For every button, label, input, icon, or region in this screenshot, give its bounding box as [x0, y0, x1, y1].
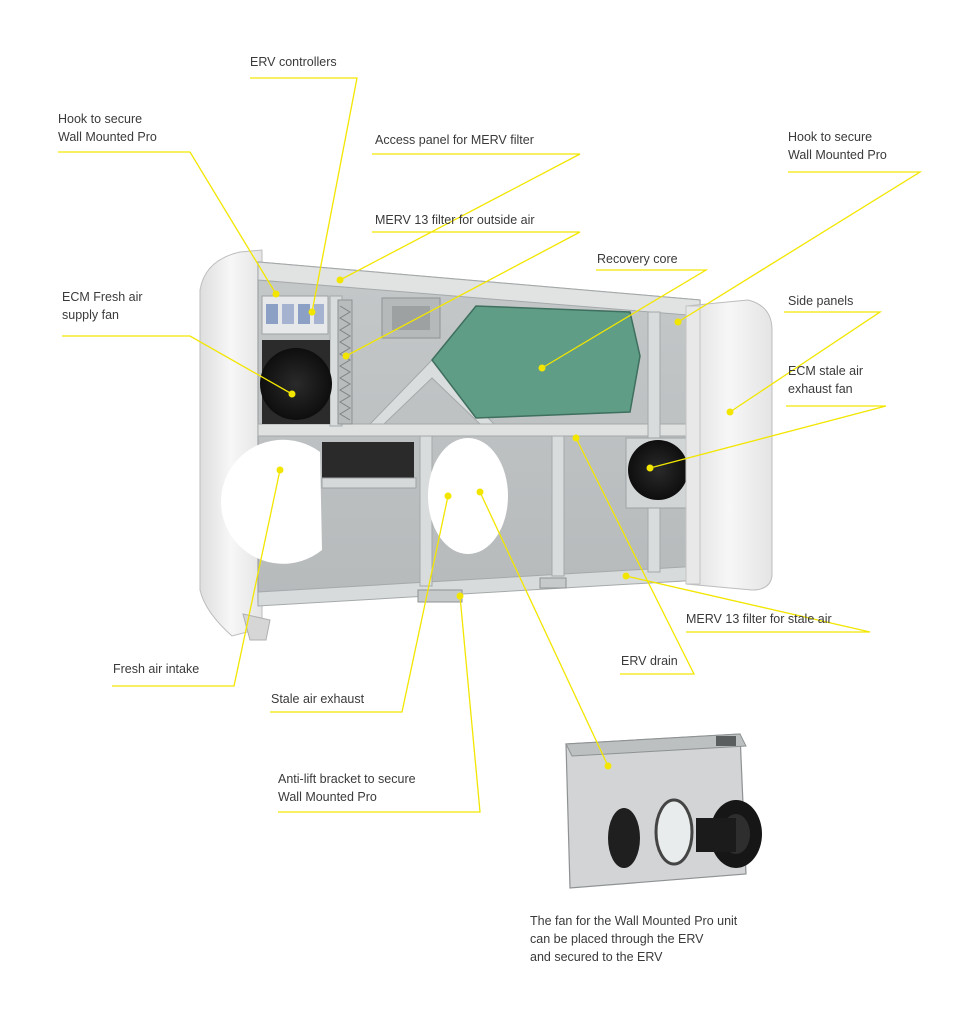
caption-module: The fan for the Wall Mounted Pro unit ca…	[530, 914, 738, 964]
erv-controllers	[261, 295, 329, 335]
callout-line-module	[479, 491, 609, 767]
callout-line-side-panels	[729, 311, 883, 413]
callout-line-hook-right	[677, 171, 923, 323]
stale-air-exhaust-opening	[428, 438, 508, 554]
erv-body	[221, 261, 701, 607]
callout-line-stale-exhaust	[270, 495, 449, 713]
recovery-core	[431, 305, 641, 419]
callout-line-fresh-intake	[112, 469, 281, 687]
label-merv13-stale: MERV 13 filter for stale air	[686, 612, 832, 626]
callout-line-ecm-fresh	[62, 335, 293, 395]
callout-line-ecm-stale	[649, 405, 887, 469]
label-anti-lift: Anti-lift bracket to secure Wall Mounted…	[278, 772, 416, 804]
merv-filter-outside	[337, 299, 353, 425]
callout-line-access-panel	[339, 153, 581, 281]
label-hook-right: Hook to secure Wall Mounted Pro	[788, 130, 887, 162]
callout-line-erv-controllers	[250, 77, 358, 313]
callout-line-erv-drain	[575, 437, 696, 675]
label-ecm-fresh: ECM Fresh air supply fan	[62, 290, 143, 322]
side-panel-right	[685, 299, 773, 591]
label-erv-drain: ERV drain	[621, 654, 678, 668]
label-side-panels: Side panels	[788, 294, 854, 308]
ecm-fresh-air-fan	[260, 340, 332, 424]
wall-mounted-pro-module	[565, 733, 762, 889]
fresh-air-intake-opening	[221, 439, 322, 564]
callout-line-merv13-stale	[625, 575, 871, 633]
callout-line-merv13-outside	[345, 231, 581, 357]
callout-line-recovery-core	[541, 269, 709, 369]
ecm-stale-air-fan	[625, 437, 689, 509]
callout-line-anti-lift	[278, 595, 481, 813]
label-stale-exhaust: Stale air exhaust	[271, 692, 365, 706]
anti-lift-bracket	[417, 589, 463, 603]
label-hook-left: Hook to secure Wall Mounted Pro	[58, 112, 157, 144]
label-recovery-core: Recovery core	[597, 252, 678, 266]
callout-dots	[272, 276, 734, 770]
label-erv-controllers: ERV controllers	[250, 55, 337, 69]
callout-line-hook-left	[58, 151, 277, 295]
label-access-panel: Access panel for MERV filter	[375, 133, 534, 147]
label-fresh-intake: Fresh air intake	[113, 662, 200, 676]
label-ecm-stale: ECM stale air exhaust fan	[788, 364, 864, 396]
callout-lines	[58, 77, 923, 813]
label-merv13-outside: MERV 13 filter for outside air	[375, 213, 535, 227]
